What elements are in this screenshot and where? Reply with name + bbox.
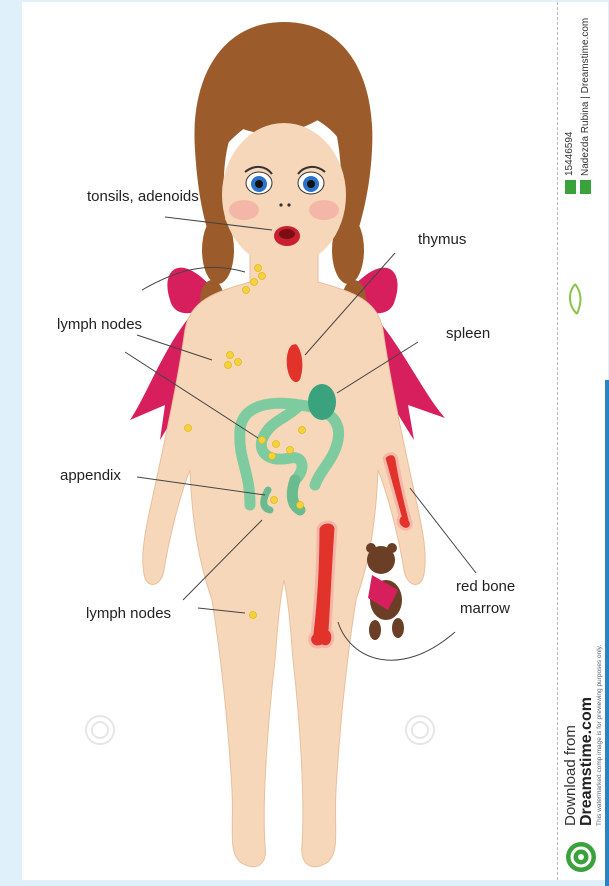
brand-name: Dreamstime.com: [578, 697, 596, 826]
edge-accent: [605, 380, 609, 886]
preview-notice: This watermarked comp image is for previ…: [596, 645, 603, 826]
dreamstime-logo-icon: [564, 840, 598, 874]
label-red-bone-marrow-line1: red bone: [456, 578, 515, 596]
label-lymph-nodes-upper: lymph nodes: [57, 316, 142, 334]
label-lymph-nodes-lower: lymph nodes: [86, 605, 171, 623]
label-thymus: thymus: [418, 231, 466, 249]
download-from-text: Download from: [562, 725, 579, 826]
leaf-icon: [563, 280, 587, 320]
label-tonsils-adenoids: tonsils, adenoids: [87, 188, 199, 206]
label-appendix: appendix: [60, 467, 121, 485]
copyright-badge: [580, 180, 591, 194]
copyright-text: Nadezda Rubina | Dreamstime.com: [580, 18, 591, 176]
label-spleen: spleen: [446, 325, 490, 343]
label-red-bone-marrow-line2: marrow: [460, 600, 510, 618]
id-badge: [565, 180, 576, 194]
image-id: 15446594: [564, 132, 575, 177]
spleen-organ: [308, 384, 336, 420]
teddy-bear-icon: [366, 543, 404, 640]
